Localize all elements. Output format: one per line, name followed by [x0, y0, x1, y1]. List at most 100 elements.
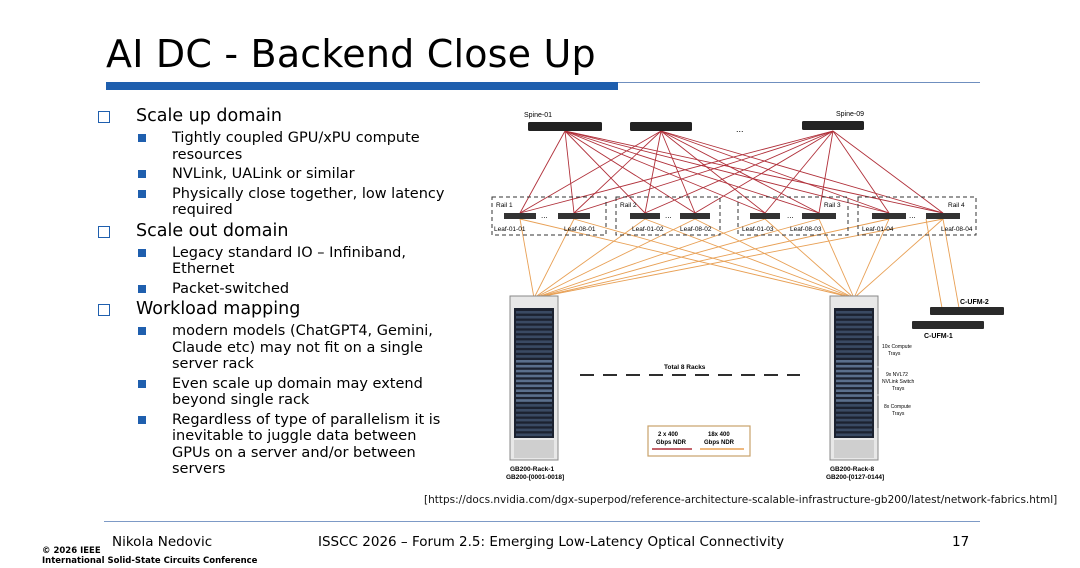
rack-tray	[516, 379, 552, 383]
rack-tray	[516, 384, 552, 388]
rack-tray	[836, 409, 872, 412]
filled-square-bullet-icon	[138, 170, 146, 178]
filled-square-bullet-icon	[138, 415, 146, 424]
sub-bullet: Tightly coupled GPU/xPU compute resource…	[96, 130, 446, 163]
spine-leaf-link	[564, 130, 696, 214]
leaf-label: Leaf-08-03	[790, 226, 822, 233]
rack-base	[514, 440, 554, 458]
leaf-label: Leaf-01-04	[862, 226, 894, 233]
ellipsis: ...	[909, 211, 916, 220]
spine-leaf-link	[660, 130, 944, 214]
spine-leaf-link	[832, 130, 944, 214]
legend-text: Gbps NDR	[704, 440, 735, 446]
rail-box	[737, 196, 849, 236]
rack-tray	[516, 320, 552, 324]
rack-tray	[516, 369, 552, 373]
title-rule	[618, 82, 980, 83]
spine-leaf-link	[564, 130, 890, 214]
leaf-switch	[926, 213, 960, 219]
rack-tray	[836, 330, 872, 334]
spine-leaf-link	[519, 130, 566, 214]
spine-leaf-link	[573, 130, 662, 214]
spine-switch	[630, 122, 692, 131]
rack-trays	[516, 311, 552, 437]
spine-leaf-link	[818, 130, 834, 214]
spine-label: Spine-09	[836, 111, 864, 118]
rack-tray	[836, 311, 872, 314]
legend-text: 2 x 400	[658, 432, 679, 438]
leaf-rack-link	[764, 218, 855, 299]
rack-tray	[516, 345, 552, 348]
leaf-rack-link	[533, 218, 820, 299]
page-number: 17	[952, 534, 970, 550]
spine-leaf-link	[519, 130, 662, 214]
rack-tray	[516, 404, 552, 407]
rail-group-4: Rail 4 ... Leaf-01-04 Leaf-08-04	[857, 196, 977, 236]
leaf-switch	[802, 213, 836, 219]
rack-tray	[516, 315, 552, 319]
rack-tray	[516, 350, 552, 353]
leaf-rack-link	[519, 218, 535, 299]
leaf-rack-link	[519, 218, 855, 299]
sub-bullet: Legacy standard IO – Infiniband, Etherne…	[96, 245, 446, 278]
rack-tray	[516, 355, 552, 358]
rack-tray	[836, 428, 872, 432]
spine-leaf-link	[573, 130, 834, 214]
rack-tray	[836, 315, 872, 319]
filled-square-bullet-icon	[138, 248, 146, 257]
rack-left	[509, 295, 559, 461]
rack-tray	[516, 413, 552, 417]
rack-tray	[836, 345, 872, 348]
rack-tray	[516, 330, 552, 334]
rail-box	[491, 196, 607, 236]
leaf-label: Leaf-01-03	[742, 226, 774, 233]
rack-tray	[516, 325, 552, 329]
rack-tray	[516, 360, 552, 363]
ufm-server	[930, 307, 1004, 315]
rail-label: Rail 3	[824, 202, 841, 209]
annotation-text: 8x Compute	[884, 404, 911, 410]
rack-tray	[516, 340, 552, 343]
filled-square-bullet-icon	[138, 327, 146, 335]
rack-tray	[836, 379, 872, 383]
leaf-rack-link	[533, 218, 944, 299]
spine-leaf-link	[660, 130, 766, 214]
sub-bullet: Physically close together, low latency r…	[96, 186, 446, 219]
rail-label: Rail 1	[496, 202, 513, 209]
fabric-svg: Spine-01 ... Spine-09 Rail 1 ... Leaf-01…	[491, 111, 1004, 481]
rack-tray	[836, 350, 872, 353]
reference-url: [https://docs.nvidia.com/dgx-superpod/re…	[424, 494, 1058, 506]
leaf-ufm-link	[925, 218, 943, 309]
annotation-text: NVLink Switch	[882, 379, 914, 385]
spine-label: Spine-01	[524, 112, 552, 119]
sub-bullet: NVLink, UALink or similar	[96, 166, 446, 183]
sub-bullet: Packet-switched	[96, 281, 446, 298]
rack-right	[829, 295, 879, 461]
total-racks-label: Total 8 Racks	[664, 364, 706, 371]
leaf-rack-link	[533, 218, 766, 299]
rack-tray	[516, 433, 552, 437]
leaf-switch	[504, 213, 536, 219]
leaf-label: Leaf-08-02	[680, 226, 712, 233]
leaf-rack-link	[694, 218, 855, 299]
rack-tray	[836, 369, 872, 373]
square-bullet-icon	[98, 225, 110, 238]
spine-leaf-link	[764, 130, 834, 214]
leaf-rack-link	[818, 218, 855, 299]
rack-tray	[836, 433, 872, 437]
rack-tray	[516, 423, 552, 427]
rack-tray	[836, 413, 872, 417]
rack-tray	[836, 340, 872, 343]
leaf-links	[519, 218, 960, 309]
leaf-rack-link	[533, 218, 575, 299]
rack-tray	[516, 374, 552, 378]
filled-square-bullet-icon	[138, 134, 146, 142]
rail-group-2: Rail 2 ... Leaf-01-02 Leaf-08-02	[615, 196, 721, 236]
ellipsis: ...	[736, 124, 744, 134]
leaf-switch	[750, 213, 780, 219]
rack-range: GB200-[0001-0018]	[506, 474, 564, 481]
footer-author: Nikola Nedovic	[112, 534, 213, 550]
leaf-rack-link	[573, 218, 855, 299]
leaf-rack-link	[533, 218, 696, 299]
ufm-label: C-UFM-1	[924, 333, 953, 340]
